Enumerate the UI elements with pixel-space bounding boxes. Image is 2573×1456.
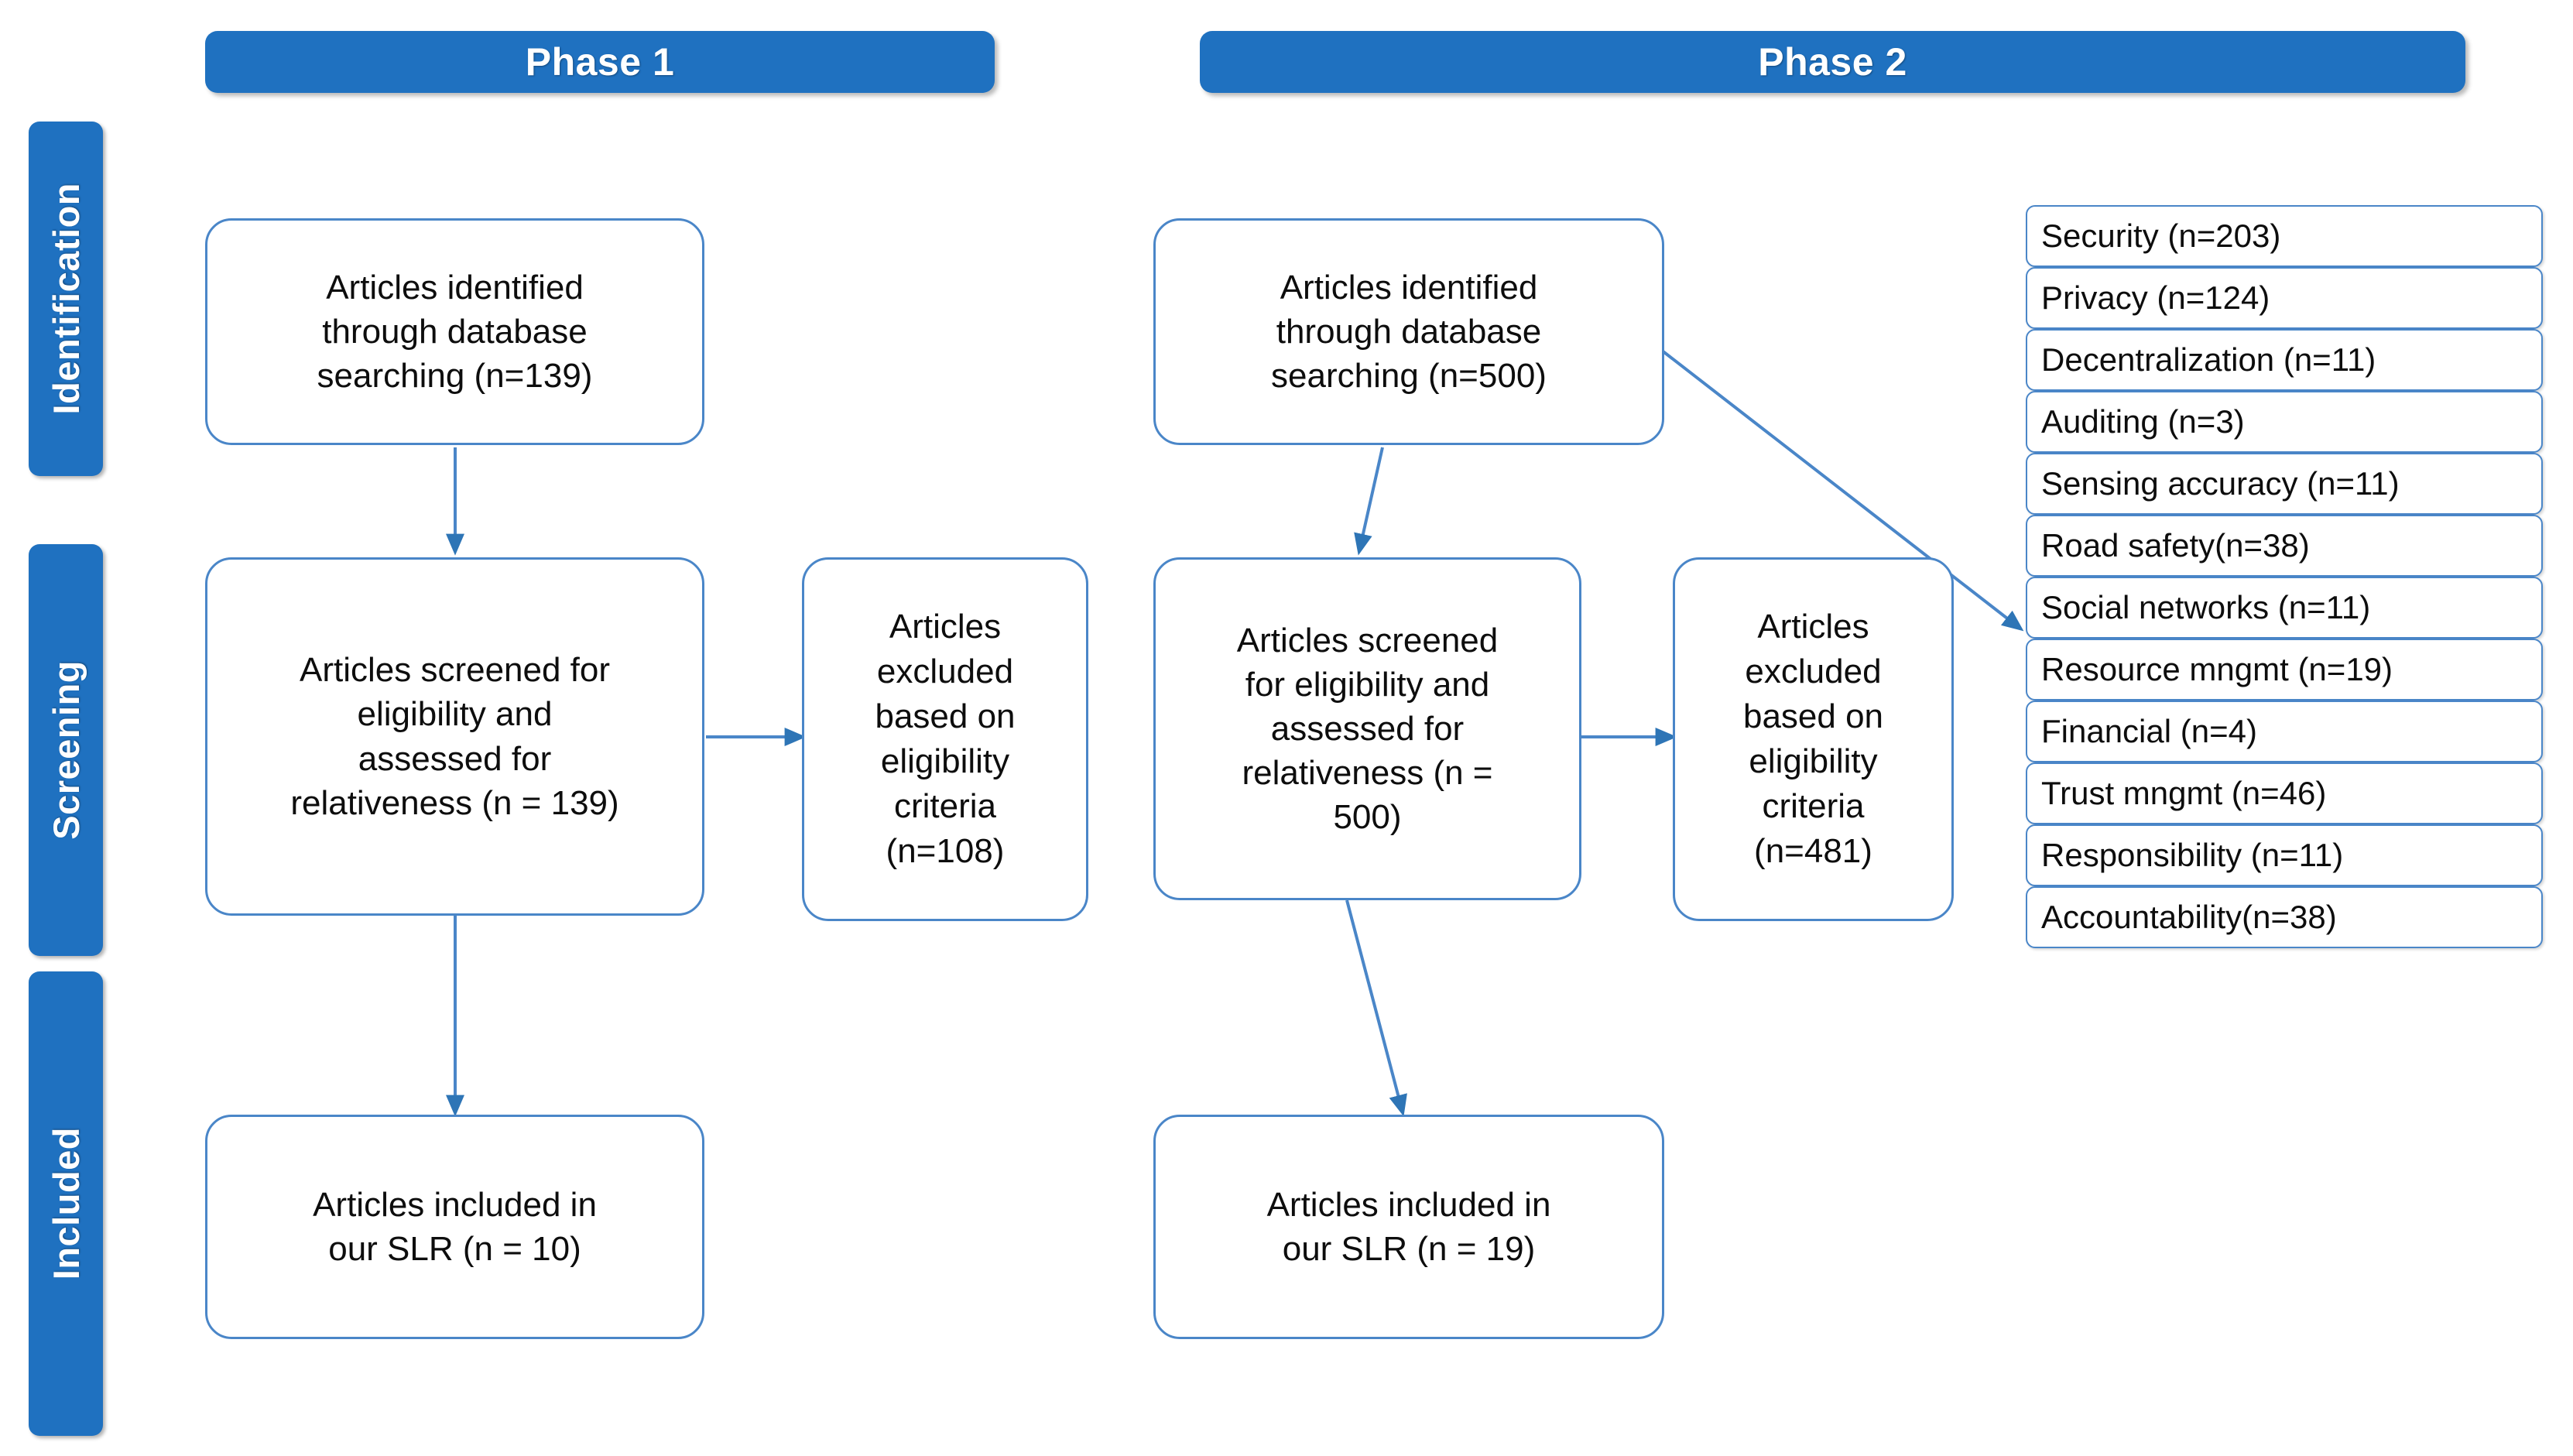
box-phase1-excluded: Articles excluded based on eligibility c…	[802, 557, 1088, 921]
category-label-road-safety: Road safety(n=38)	[2041, 527, 2310, 564]
box-phase2-identification-text: Articles identified through database sea…	[1271, 268, 1547, 396]
box-phase1-screening: Articles screened for eligibility and as…	[205, 557, 704, 916]
category-item-auditing[interactable]: Auditing (n=3)	[2026, 391, 2543, 453]
category-label-trust-mngmt: Trust mngmt (n=46)	[2041, 775, 2327, 811]
box-phase1-included: Articles included in our SLR (n = 10)	[205, 1115, 704, 1339]
box-phase2-screening: Articles screened for eligibility and as…	[1153, 557, 1581, 900]
stage-bar-identification: Identification	[29, 122, 103, 476]
box-phase2-included-text: Articles included in our SLR (n = 19)	[1266, 1185, 1551, 1268]
category-label-sensing-accuracy: Sensing accuracy (n=11)	[2041, 465, 2400, 502]
stage-label-identification: Identification	[45, 183, 87, 415]
category-label-social-networks: Social networks (n=11)	[2041, 589, 2371, 625]
connector-p2-id-to-screening	[1354, 447, 1384, 556]
stage-bar-included: Included	[29, 971, 103, 1436]
category-list: Security (n=203) Privacy (n=124) Decentr…	[2026, 205, 2543, 948]
category-item-resource-mngmt[interactable]: Resource mngmt (n=19)	[2026, 639, 2543, 701]
category-item-responsibility[interactable]: Responsibility (n=11)	[2026, 824, 2543, 886]
category-label-resource-mngmt: Resource mngmt (n=19)	[2041, 651, 2393, 687]
box-phase1-excluded-text: Articles excluded based on eligibility c…	[875, 607, 1016, 871]
box-phase2-screening-text: Articles screened for eligibility and as…	[1236, 621, 1499, 837]
category-item-financial[interactable]: Financial (n=4)	[2026, 701, 2543, 762]
category-item-social-networks[interactable]: Social networks (n=11)	[2026, 577, 2543, 639]
category-item-sensing-accuracy[interactable]: Sensing accuracy (n=11)	[2026, 453, 2543, 515]
box-phase2-included: Articles included in our SLR (n = 19)	[1153, 1115, 1664, 1339]
category-item-security[interactable]: Security (n=203)	[2026, 205, 2543, 267]
box-phase1-included-text: Articles included in our SLR (n = 10)	[313, 1185, 597, 1268]
phase-label-1: Phase 1	[525, 40, 675, 84]
category-label-responsibility: Responsibility (n=11)	[2041, 837, 2344, 873]
category-item-road-safety[interactable]: Road safety(n=38)	[2026, 515, 2543, 577]
category-label-security: Security (n=203)	[2041, 218, 2281, 254]
category-label-accountability: Accountability(n=38)	[2041, 899, 2337, 935]
box-phase2-excluded-text: Articles excluded based on eligibility c…	[1742, 607, 1884, 871]
connector-p2-screening-to-included	[1345, 899, 1407, 1117]
box-phase1-identification: Articles identified through database sea…	[205, 218, 704, 445]
category-label-auditing: Auditing (n=3)	[2041, 403, 2245, 440]
box-phase2-excluded: Articles excluded based on eligibility c…	[1673, 557, 1954, 921]
category-label-privacy: Privacy (n=124)	[2041, 279, 2270, 316]
category-item-trust-mngmt[interactable]: Trust mngmt (n=46)	[2026, 762, 2543, 824]
category-item-decentralization[interactable]: Decentralization (n=11)	[2026, 329, 2543, 391]
category-label-financial: Financial (n=4)	[2041, 713, 2257, 749]
category-item-privacy[interactable]: Privacy (n=124)	[2026, 267, 2543, 329]
category-label-decentralization: Decentralization (n=11)	[2041, 341, 2376, 378]
box-phase2-identification: Articles identified through database sea…	[1153, 218, 1664, 445]
phase-label-2: Phase 2	[1758, 40, 1907, 84]
box-phase1-screening-text: Articles screened for eligibility and as…	[290, 651, 619, 822]
box-phase1-identification-text: Articles identified through database sea…	[317, 268, 593, 396]
stage-bar-screening: Screening	[29, 544, 103, 956]
phase-header-2: Phase 2	[1200, 31, 2465, 93]
stage-label-screening: Screening	[45, 660, 87, 840]
category-item-accountability[interactable]: Accountability(n=38)	[2026, 886, 2543, 948]
stage-label-included: Included	[45, 1127, 87, 1280]
phase-header-1: Phase 1	[205, 31, 995, 93]
